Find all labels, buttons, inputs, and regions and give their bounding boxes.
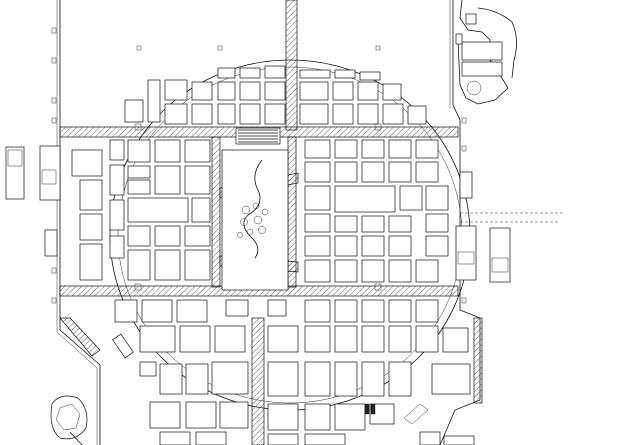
- southeast-corner-buildings: [403, 403, 475, 445]
- west-link-corridor: [211, 136, 221, 288]
- east-annex-buildings: [455, 171, 511, 283]
- spine-corridor-north: [285, 0, 298, 131]
- stair-lines: [238, 129, 278, 143]
- plaza-stream: [243, 159, 263, 259]
- west-building-blocks: [71, 139, 211, 281]
- southwest-rotunda: [50, 395, 88, 445]
- east-building-blocks: [304, 139, 449, 283]
- central-plaza: [221, 149, 289, 291]
- east-edge-corridor: [473, 317, 483, 404]
- northeast-building-complex: [455, 0, 517, 105]
- edge-markers: [51, 27, 467, 304]
- west-annex-buildings: [5, 145, 61, 257]
- plaza-trees: [237, 202, 269, 238]
- north-building-blocks: [124, 65, 427, 125]
- south-spine-corridor: [251, 317, 265, 445]
- east-service-lines: [460, 212, 565, 223]
- southwest-curved-walk: [59, 317, 101, 357]
- south-building-blocks: [112, 299, 471, 445]
